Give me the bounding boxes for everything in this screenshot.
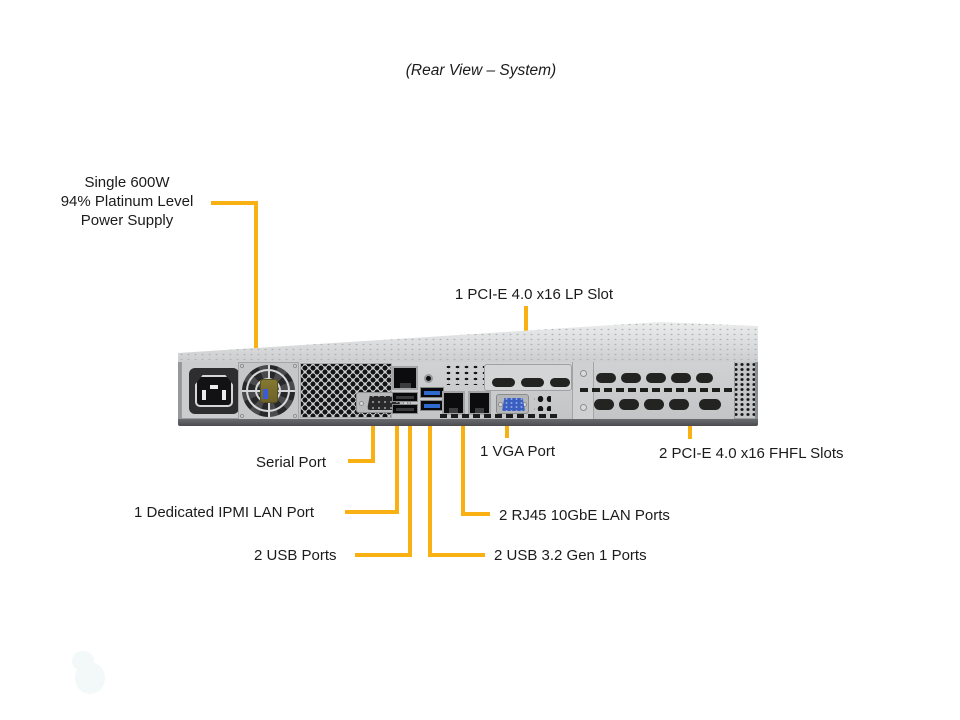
fhfl-top-slot-vent (596, 373, 616, 383)
fhfl-bottom-slot-vent (644, 399, 664, 410)
fhfl-top-slot-vent (621, 373, 641, 383)
rj45-10gbe-port-1 (442, 391, 465, 415)
fhfl-top-slot-vent (671, 373, 691, 383)
fan-hub-label (263, 389, 268, 399)
fhfl-top-slot-vent (696, 373, 713, 383)
chassis-top-lid (178, 322, 758, 362)
c14-connector-icon (195, 375, 233, 407)
rj45-lan-leader-line (461, 417, 490, 516)
label-ipmi-lan: 1 Dedicated IPMI LAN Port (134, 504, 315, 521)
fhfl-bottom-slot-vent (669, 399, 689, 410)
vga-port (496, 394, 529, 414)
ac-prong-left (202, 390, 206, 400)
label-power-supply: Single 600W 94% Platinum Level Power Sup… (27, 173, 227, 230)
rj45-tab (474, 408, 485, 413)
ac-power-inlet (189, 368, 239, 414)
vga-screw (498, 402, 503, 407)
fan-screw (240, 414, 244, 418)
chassis-right-edge (755, 359, 758, 419)
server-chassis-rear-view (178, 322, 758, 428)
label-power-supply-line2: 94% Platinum Level (60, 193, 194, 210)
fhfl-dashed-vents (580, 388, 733, 392)
usb-ports-leader-line (355, 411, 412, 557)
panel-hole (424, 374, 433, 383)
usb32-port-bottom (420, 400, 444, 411)
label-usb-ports: 2 USB Ports (254, 547, 337, 564)
bracket-screw (580, 404, 587, 411)
rj45-tab (399, 383, 411, 388)
usb2-port-top (392, 392, 418, 402)
rj45-tab (448, 408, 459, 413)
chassis-base (178, 419, 758, 426)
fhfl-bottom-slot-vent (699, 399, 721, 410)
usb3-tongue (424, 391, 440, 395)
usb2-port-bottom (392, 404, 418, 414)
usb-tongue (396, 408, 414, 411)
bracket-screw (580, 370, 587, 377)
fhfl-bottom-slot-vent (594, 399, 614, 410)
fhfl-top-slot-vent (646, 373, 666, 383)
serial-screw (359, 401, 364, 406)
panel-cutout-cluster (534, 392, 551, 411)
db15-connector-icon (502, 398, 525, 411)
bottom-vent-dashes (440, 414, 560, 418)
label-serial-port: Serial Port (256, 454, 327, 471)
ipmi-lan-port (392, 366, 418, 390)
usb3-tongue (424, 404, 440, 408)
lp-pcie-slot-bracket (484, 364, 572, 391)
lp-slot-vent (550, 378, 570, 387)
lp-slot-vent (492, 378, 515, 387)
label-vga-port: 1 VGA Port (480, 443, 556, 460)
fan-screw (240, 364, 244, 368)
diagram-title: (Rear View – System) (405, 62, 557, 79)
power-supply-module (181, 360, 299, 420)
label-usb32-ports: 2 USB 3.2 Gen 1 Ports (494, 547, 647, 564)
label-fhfl-slots: 2 PCI-E 4.0 x16 FHFL Slots (659, 445, 844, 462)
usb32-ports-leader-line (428, 411, 485, 557)
label-lp-slot: 1 PCI-E 4.0 x16 LP Slot (454, 286, 614, 303)
rj45-10gbe-port-2 (468, 391, 491, 415)
fan-screw (293, 364, 297, 368)
label-power-supply-line1: Single 600W (84, 174, 170, 191)
usb-tongue (396, 396, 414, 399)
fhfl-bottom-slot-vent (619, 399, 639, 410)
label-power-supply-line3: Power Supply (80, 212, 174, 229)
lp-slot-vent (521, 378, 544, 387)
right-end-vent-bracket (734, 358, 756, 419)
ac-prong-ground (210, 385, 218, 389)
fan-hub-sticker (260, 379, 278, 403)
chassis-left-edge (178, 356, 182, 420)
label-rj45-lan: 2 RJ45 10GbE LAN Ports (499, 507, 670, 524)
fan-screw (293, 414, 297, 418)
watermark-blob (75, 662, 105, 694)
ac-prong-right (222, 390, 226, 400)
io-vent-cutouts (444, 364, 488, 385)
usb32-port-top (420, 387, 444, 398)
psu-fan (238, 362, 299, 420)
